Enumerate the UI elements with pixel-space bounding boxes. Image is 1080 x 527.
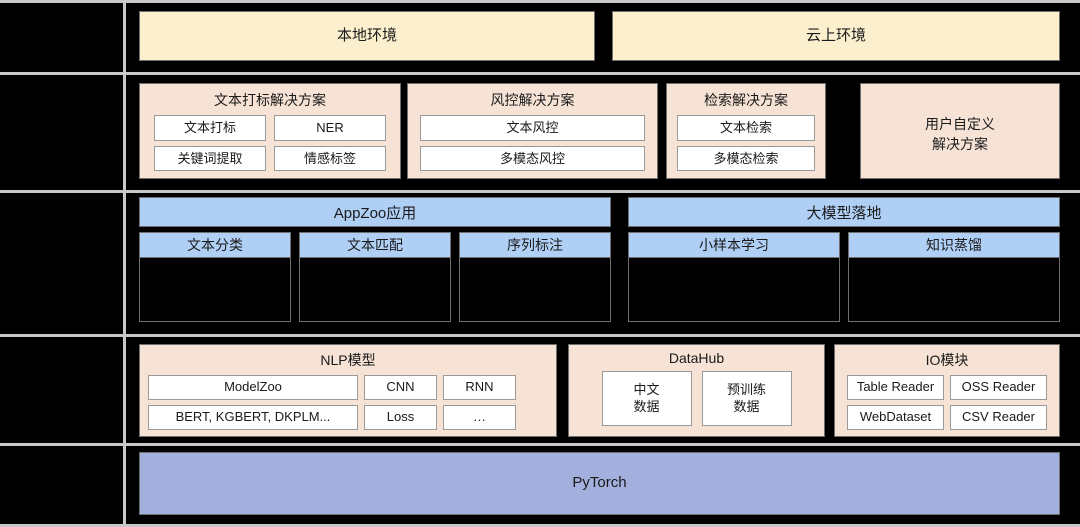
solution-chip[interactable]: 情感标签 <box>274 145 386 172</box>
custom-solution-line-2: 解决方案 <box>932 136 988 152</box>
zoo-card[interactable]: 文本分类 <box>139 232 291 322</box>
solution-chip-grid: 文本打标 NER 关键词提取 情感标签 <box>140 115 400 172</box>
zoo-card-title: 序列标注 <box>460 233 610 258</box>
module-cell-line-2: 数据 <box>733 398 760 414</box>
module-cell[interactable]: OSS Reader <box>950 375 1047 400</box>
custom-solution-text: 用户自定义 解决方案 <box>861 90 1059 178</box>
module-cell[interactable]: BERT, KGBERT, DKPLM... <box>148 405 358 430</box>
module-column-modelzoo: ModelZoo BERT, KGBERT, DKPLM... <box>148 375 358 430</box>
module-cell[interactable]: RNN <box>443 375 516 400</box>
zoo-card-title: 小样本学习 <box>629 233 839 258</box>
module-title: IO模块 <box>925 352 969 368</box>
zoo-header[interactable]: AppZoo应用 <box>139 197 611 227</box>
module-cell[interactable]: ModelZoo <box>148 375 358 400</box>
environment-label: 本地环境 <box>336 26 397 44</box>
zoo-card-body <box>300 258 450 321</box>
module-group-io[interactable]: IO模块 Table Reader WebDataset OSS Reader … <box>834 344 1060 437</box>
solution-group-risk-control[interactable]: 风控解决方案 文本风控 多模态风控 <box>407 83 658 179</box>
module-column-b: OSS Reader CSV Reader <box>950 375 1047 430</box>
solution-group-text-tagging[interactable]: 文本打标解决方案 文本打标 NER 关键词提取 情感标签 <box>139 83 401 179</box>
framework-label: PyTorch <box>572 474 627 492</box>
solution-group-user-defined[interactable]: 用户自定义 解决方案 <box>860 83 1060 179</box>
solution-chip[interactable]: 文本检索 <box>677 115 815 141</box>
zoo-card[interactable]: 知识蒸馏 <box>848 232 1060 322</box>
module-cell-line-1: 中文 <box>633 381 660 397</box>
zoo-card-list: 文本分类 文本匹配 序列标注 <box>139 232 611 322</box>
module-title: NLP模型 <box>320 352 376 368</box>
framework-box-pytorch[interactable]: PyTorch <box>139 452 1060 515</box>
module-cell[interactable]: Table Reader <box>847 375 944 400</box>
zoo-card-title: 文本分类 <box>140 233 290 258</box>
solution-title: 文本打标解决方案 <box>214 92 326 108</box>
zoo-card-body <box>140 258 290 321</box>
solution-chip[interactable]: 关键词提取 <box>154 145 266 172</box>
module-cell[interactable]: CNN <box>364 375 437 400</box>
solution-chip[interactable]: 文本打标 <box>154 115 266 141</box>
module-column-b: RNN … <box>443 375 516 430</box>
solution-chip-grid: 文本检索 多模态检索 <box>667 115 825 172</box>
zoo-group-large-model: 大模型落地 小样本学习 知识蒸馏 <box>628 197 1060 328</box>
module-body: Table Reader WebDataset OSS Reader CSV R… <box>835 375 1059 430</box>
zoo-header[interactable]: 大模型落地 <box>628 197 1060 227</box>
zoo-card[interactable]: 文本匹配 <box>299 232 451 322</box>
environment-box-local[interactable]: 本地环境 <box>139 11 595 61</box>
module-body: 中文 数据 预训练 数据 <box>569 371 824 426</box>
module-cell[interactable]: WebDataset <box>847 405 944 430</box>
divider-top <box>0 0 1080 3</box>
module-cell-pretrain-data[interactable]: 预训练 数据 <box>701 371 792 426</box>
zoo-card-title: 文本匹配 <box>300 233 450 258</box>
module-cell-line-1: 预训练 <box>726 381 766 397</box>
solution-title: 检索解决方案 <box>704 92 788 108</box>
divider-bottom <box>0 524 1080 527</box>
custom-solution-line-1: 用户自定义 <box>925 115 995 132</box>
solution-chip[interactable]: 多模态风控 <box>420 145 645 172</box>
environment-box-cloud[interactable]: 云上环境 <box>612 11 1060 61</box>
solution-title: 风控解决方案 <box>490 92 575 108</box>
module-cell[interactable]: CSV Reader <box>950 405 1047 430</box>
row-label-column <box>0 0 123 527</box>
divider-row-1 <box>0 72 1080 75</box>
solution-chip-grid: 文本风控 多模态风控 <box>408 115 657 172</box>
solution-chip[interactable]: NER <box>274 115 386 141</box>
module-column-a: Table Reader WebDataset <box>847 375 944 430</box>
module-body: ModelZoo BERT, KGBERT, DKPLM... CNN Loss… <box>140 375 556 430</box>
zoo-card-body <box>629 258 839 321</box>
module-column-a: CNN Loss <box>364 375 437 430</box>
environment-label: 云上环境 <box>805 26 866 44</box>
module-cell[interactable]: Loss <box>364 405 437 430</box>
zoo-card-title: 知识蒸馏 <box>849 233 1059 258</box>
solution-group-retrieval[interactable]: 检索解决方案 文本检索 多模态检索 <box>666 83 826 179</box>
zoo-card-body <box>460 258 610 321</box>
divider-row-2 <box>0 190 1080 193</box>
zoo-group-appzoo: AppZoo应用 文本分类 文本匹配 序列标注 <box>139 197 611 328</box>
module-cell-chinese-data[interactable]: 中文 数据 <box>601 371 692 426</box>
module-group-datahub[interactable]: DataHub 中文 数据 预训练 数据 <box>568 344 825 437</box>
zoo-card-list: 小样本学习 知识蒸馏 <box>628 232 1060 322</box>
solution-chip[interactable]: 多模态检索 <box>677 145 815 172</box>
zoo-card[interactable]: 小样本学习 <box>628 232 840 322</box>
module-group-nlp-model[interactable]: NLP模型 ModelZoo BERT, KGBERT, DKPLM... CN… <box>139 344 557 437</box>
divider-row-4 <box>0 443 1080 446</box>
divider-row-3 <box>0 334 1080 337</box>
divider-vertical <box>123 0 126 527</box>
module-cell-line-2: 数据 <box>633 398 660 414</box>
zoo-card-body <box>849 258 1059 321</box>
zoo-card[interactable]: 序列标注 <box>459 232 611 322</box>
module-cell[interactable]: … <box>443 405 516 430</box>
module-title: DataHub <box>668 350 725 366</box>
solution-chip[interactable]: 文本风控 <box>420 115 645 141</box>
